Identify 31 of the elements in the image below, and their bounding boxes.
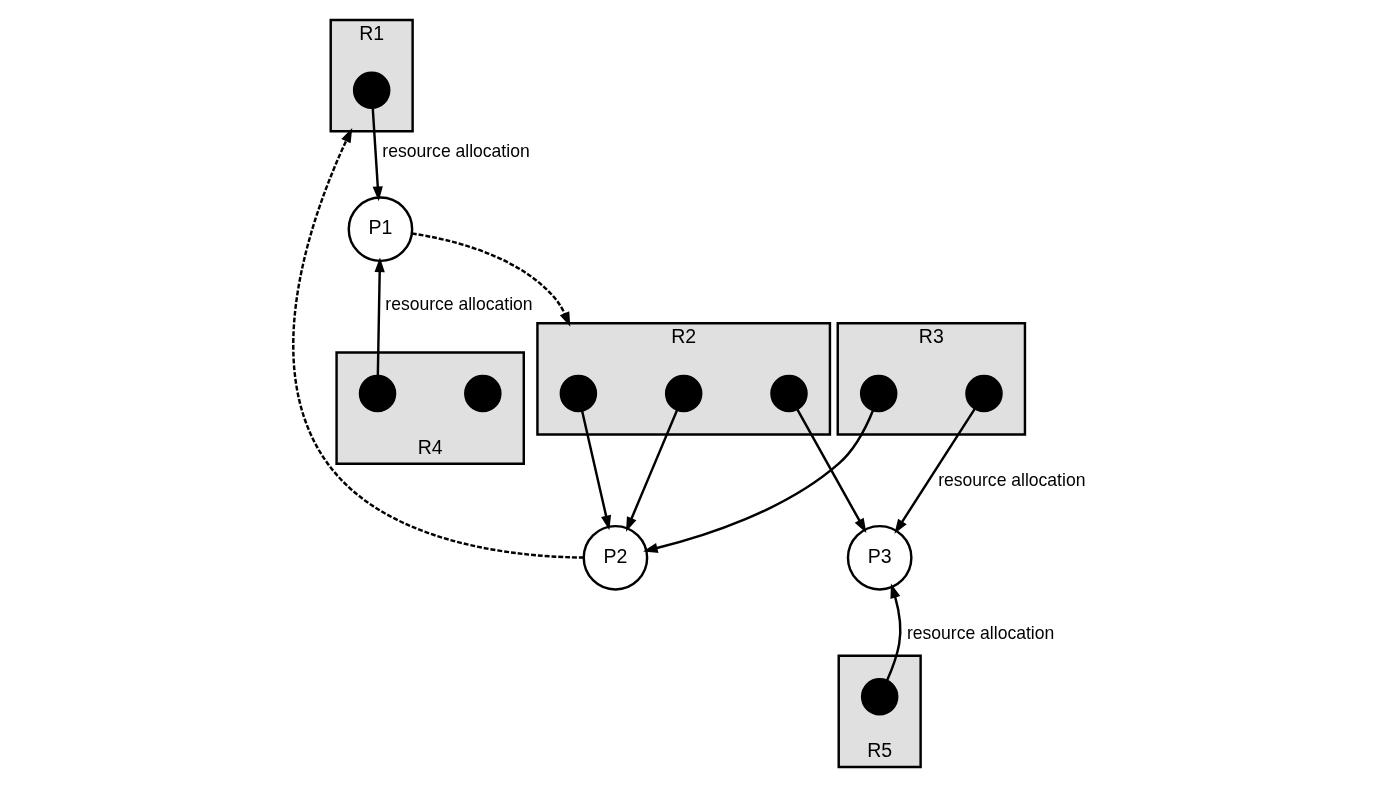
node-circle: P1 [347, 196, 414, 263]
arrow [580, 410, 612, 531]
cluster: R5 [837, 654, 922, 769]
node-circle [664, 374, 703, 413]
cluster: R3 [836, 322, 1027, 436]
node-circle [859, 374, 898, 413]
arrow [374, 257, 385, 376]
arrow [643, 409, 875, 553]
node-circle [464, 374, 502, 413]
node-circle [770, 374, 808, 413]
arrow [411, 232, 571, 327]
edge-label: resource allocation [938, 469, 1086, 490]
edge-label: resource allocation [385, 294, 533, 315]
arrow [796, 408, 867, 533]
arrow [626, 409, 679, 532]
node-circle [352, 71, 391, 110]
node-circle: P3 [846, 524, 913, 591]
cluster: R1 [329, 18, 414, 133]
node-circle: P2 [582, 524, 649, 591]
arrow [292, 127, 584, 559]
arrow [886, 583, 902, 681]
cluster: R4 [335, 351, 525, 465]
edge-label: resource allocation [906, 622, 1055, 643]
node-circle [358, 374, 397, 413]
cluster: R2 [536, 322, 832, 436]
arrow [894, 407, 976, 534]
arrow [371, 107, 383, 202]
node-circle [559, 374, 598, 413]
node-circle [965, 374, 1003, 413]
edge-label: resource allocation [382, 140, 530, 161]
node-circle [860, 677, 899, 716]
